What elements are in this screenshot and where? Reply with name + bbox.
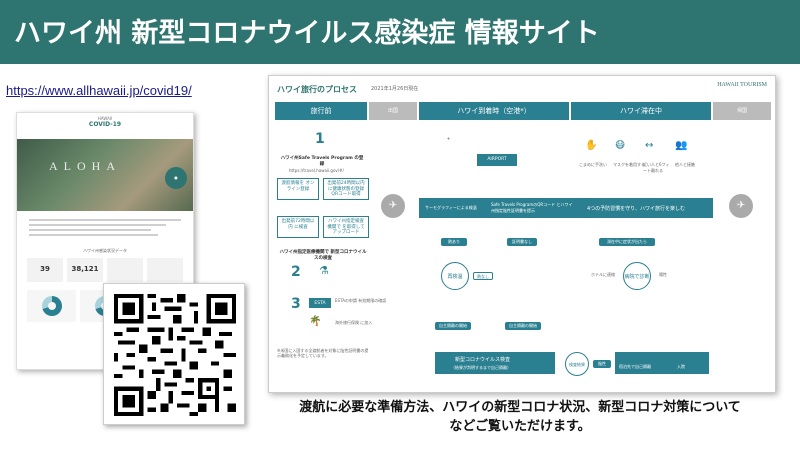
qr-code-icon [114,294,236,416]
step-number-3: 3 [291,296,301,312]
habit-1: こまめに手洗い [579,162,607,167]
test-tube-icon: ⚗ [319,264,329,277]
four-habits-text: 4つの予防習慣を守り、ハワイ旅行を楽しむ [587,206,685,212]
stage-pre-trip: 旅行前 [275,102,367,120]
upload-result-step: ハワイ州指定検査機関で を取得して アップロード [323,216,369,238]
insurance-text: 海外旅行保険 に加入 [335,320,373,325]
flow-title: ハワイ旅行のプロセス [277,85,357,94]
fever-no-badge: 熱なし [473,272,493,280]
pre-trip-footnote: ※米国に入国する全渡航者を対象に陰性証明書の提示義務化を予定しています。 [277,348,369,359]
travel-process-chart: ハワイ旅行のプロセス 2021年1月26日現在 HAWAII TOURISM 旅… [268,75,776,393]
plane-icon: ✈ [447,136,451,141]
site-badge: ● [165,167,187,189]
airport-icon: AIRPORT [477,154,517,166]
doctor-circle: 病院で診断 [623,262,651,290]
site-url-link[interactable]: https://www.allhawaii.jp/covid19/ [6,83,192,98]
esta-icon: ESTA [309,298,331,308]
palm-tree-icon: 🌴 [309,316,322,327]
quarantine-start-1: 自主隔離の開始 [435,322,471,330]
mask-icon: 😷 [615,140,626,151]
site-header: HAWAII COVID-19 [17,113,193,139]
site-stat-value: 39 [40,265,50,273]
quarantine-start-2: 自主隔離の開始 [505,322,541,330]
esta-text: ESTAの申請 有効期限の確認 [335,298,387,303]
caption-line-2: などご覧いただけます。 [449,419,591,434]
hotel-contact-text: ホテルに連絡 [591,272,615,277]
stage-departure: 出国 [369,102,417,120]
site-stats: 39 38,121 [17,254,193,286]
caption-line-1: 渡航に必要な準備方法、ハワイの新型コロナ状況、新型コロナ対策について [299,400,741,415]
hotel-quarantine-text: 宿泊先で自己隔離 [619,364,651,369]
fever-yes-badge: 熱あり [441,238,467,246]
site-hero-text: ALOHA [49,159,121,173]
test-result-circle: 検査結果 [565,352,589,376]
symptom-badge: 滞在中に症状が出たら [599,238,655,246]
page-title: ハワイ州 新型コロナウイルス感染症 情報サイト [14,18,600,49]
negative-badge: 陰性 [593,360,611,368]
habit-2: マスクを着用する [613,162,645,167]
covid-test-title: ハワイ州指定医療機関で 新型コロナウイルスの検査 [277,248,369,264]
contact-icon: 👥 [675,140,688,151]
stage-stay: ハワイ滞在中 [571,102,711,120]
distance-icon: ↔ [645,140,654,151]
arrival-stay-banner [419,198,713,218]
result-outcome-box [615,352,709,374]
site-stat-box [107,258,143,282]
covid-test-box [435,352,555,374]
site-stat-box: 39 [27,258,63,282]
header-bar: ハワイ州 新型コロナウイルス感染症 情報サイト [0,0,800,64]
qr-certificate-text: Safe Travels ProgramのQRコード とハワイ州指定陰性証明書を… [491,202,573,213]
caption: 渡航に必要な準備方法、ハワイの新型コロナ状況、新型コロナ対策について などご覧い… [256,398,784,436]
handwash-icon: ✋ [585,140,598,151]
covid-test-text: 新型コロナウイルス検査 [455,357,511,363]
hawaii-tourism-logo: HAWAII TOURISM [717,82,767,88]
no-certificate-badge: 証明書なし [507,238,537,246]
site-logo: HAWAII [97,116,113,121]
stage-arrival: ハワイ到着時（空港*） [419,102,569,120]
stage-return: 帰国 [713,102,771,120]
habit-4: 他人と接触 [675,162,695,167]
flow-date: 2021年1月26日現在 [371,86,419,92]
site-stat-box: 38,121 [67,258,103,282]
step-number-2: 2 [291,264,301,280]
positive-text: 陽性 [659,272,667,277]
health-qr-step: 出発前24時間以内 に健康状態の登録 QRコード取得 [323,178,369,200]
site-covid-title: COVID-19 [88,121,122,128]
site-hero-image: ALOHA ● [17,139,193,211]
habit-3: 近い人と6フィート離れる [643,162,670,173]
site-stat-box [147,258,183,282]
thermography-text: サーモグラフィーによる検温 [425,205,477,210]
departure-plane-icon: ✈ [381,194,405,218]
step-number-1: 1 [315,131,325,147]
recheck-circle: 再検温 [441,262,469,290]
online-registration-step: 渡航情報を オンライン登録 [277,178,319,200]
site-dashboard-title: ハワイ州感染状況データ [83,248,127,253]
return-plane-icon: ✈ [729,194,753,218]
site-text-block [17,211,193,244]
donut-chart-icon [41,296,62,316]
test-72h-step: 出発前72時間以内 に検査 [277,216,319,238]
site-stat-value: 38,121 [71,265,99,273]
hospital-text: 入院 [677,364,685,369]
safe-travels-url: https://travel.hawaii.gov/#/ [289,168,344,173]
qr-code[interactable] [103,283,245,425]
covid-test-subtext: （結果が判明するまで自己隔離） [451,365,511,370]
safe-travels-title: ハワイ州Safe Travels Program の登録 [277,154,367,170]
